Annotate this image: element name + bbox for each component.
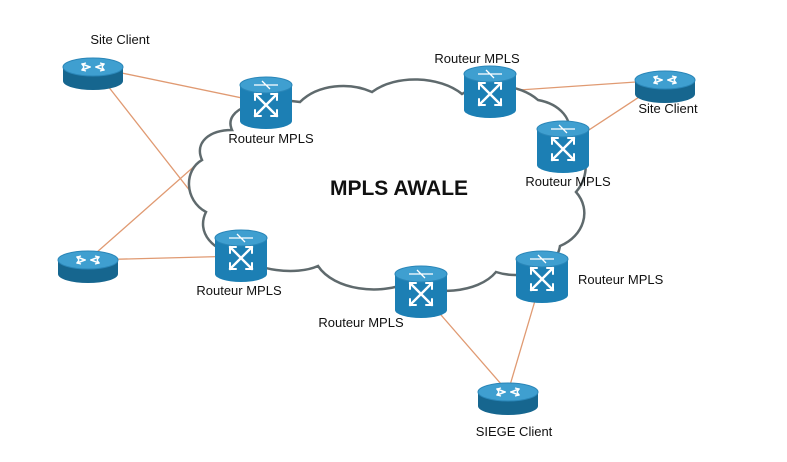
node-label: Routeur MPLS xyxy=(578,272,664,287)
node-mpls-bottom-right: Routeur MPLS xyxy=(515,250,664,303)
router-icon xyxy=(634,70,696,103)
mpls-switch-icon xyxy=(515,250,569,303)
node-label: Routeur MPLS xyxy=(196,283,282,298)
router-icon xyxy=(57,250,119,283)
node-mpls-bottom: Routeur MPLS xyxy=(318,265,448,330)
mpls-switch-icon xyxy=(239,76,293,129)
node-label: SIEGE Client xyxy=(476,424,553,439)
mpls-switch-icon xyxy=(394,265,448,318)
node-client-siege: SIEGE Client xyxy=(476,382,553,439)
mpls-switch-icon xyxy=(214,229,268,282)
mpls-cloud xyxy=(187,78,587,293)
node-label: Routeur MPLS xyxy=(525,174,611,189)
node-mpls-top-left: Routeur MPLS xyxy=(228,76,314,146)
node-mpls-right: Routeur MPLS xyxy=(525,120,611,189)
node-label: Routeur MPLS xyxy=(318,315,404,330)
diagram-title: MPLS AWALE xyxy=(330,177,468,200)
node-client-top-left: Site Client xyxy=(62,32,150,90)
router-icon xyxy=(477,382,539,415)
mpls-switch-icon xyxy=(463,65,517,118)
node-client-right: Site Client xyxy=(634,70,698,116)
router-icon xyxy=(62,57,124,90)
node-client-left xyxy=(57,250,119,283)
node-mpls-top: Routeur MPLS xyxy=(434,51,520,118)
node-label: Site Client xyxy=(90,32,150,47)
node-label: Routeur MPLS xyxy=(434,51,520,66)
mpls-switch-icon xyxy=(536,120,590,173)
node-mpls-left: Routeur MPLS xyxy=(196,229,282,298)
node-label: Site Client xyxy=(638,101,698,116)
node-label: Routeur MPLS xyxy=(228,131,314,146)
